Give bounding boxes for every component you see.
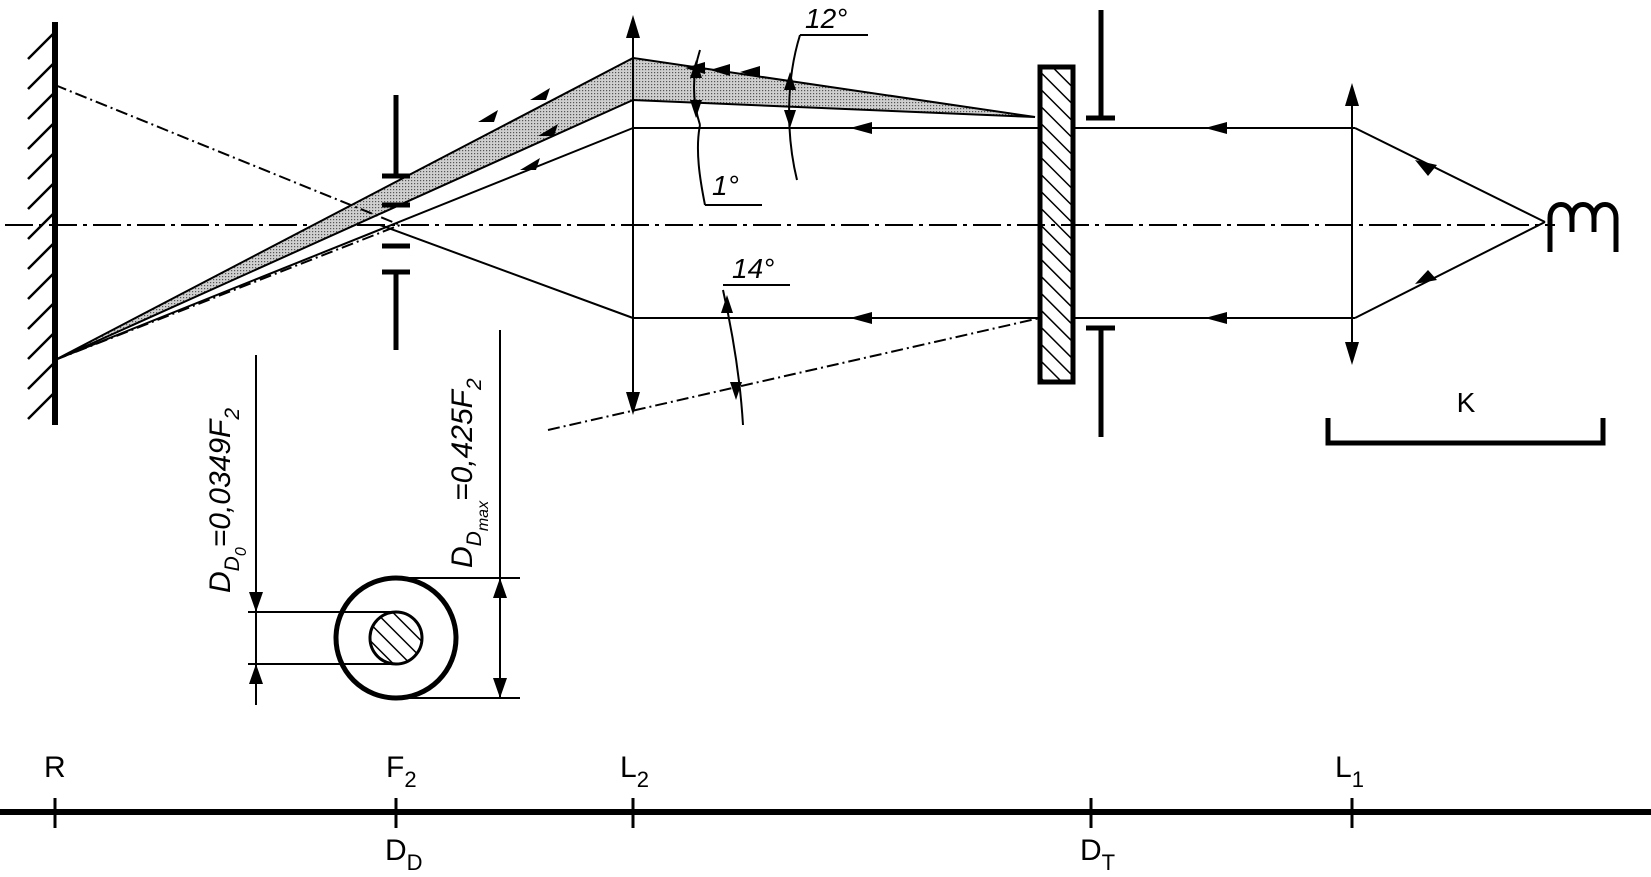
angle-1-label: 1°: [712, 170, 739, 201]
formula-dd0: DD0=0,0349F2: [204, 408, 250, 593]
mirror-r: [27, 22, 58, 425]
angle-arrowheads: [690, 60, 796, 400]
dashed-rays: [54, 84, 1041, 431]
axis-ticks: [53, 798, 1354, 828]
axis-label-l2: L2: [620, 751, 649, 792]
inset-diameter-detail: [248, 330, 520, 705]
axis-label-dd: DD: [385, 834, 423, 875]
angle-12-label: 12°: [805, 3, 847, 34]
angle-14-label: 14°: [732, 253, 774, 284]
axis-label-dt: DT: [1080, 834, 1115, 875]
k-bracket: [1325, 418, 1606, 446]
axis-label-f2: F2: [386, 751, 417, 792]
lens-l2: [626, 15, 640, 415]
aperture-f2: [382, 95, 410, 350]
shaded-beam: [54, 56, 1036, 361]
axis-label-r: R: [44, 751, 66, 784]
lamp-filament: [1547, 202, 1619, 252]
filter-dt: [1037, 10, 1115, 437]
axis-label-l1: L1: [1335, 751, 1364, 792]
k-label: K: [1457, 387, 1476, 418]
lens-l1: [1345, 83, 1359, 365]
formula-ddmax: DDmax=0,425F2: [446, 378, 492, 568]
